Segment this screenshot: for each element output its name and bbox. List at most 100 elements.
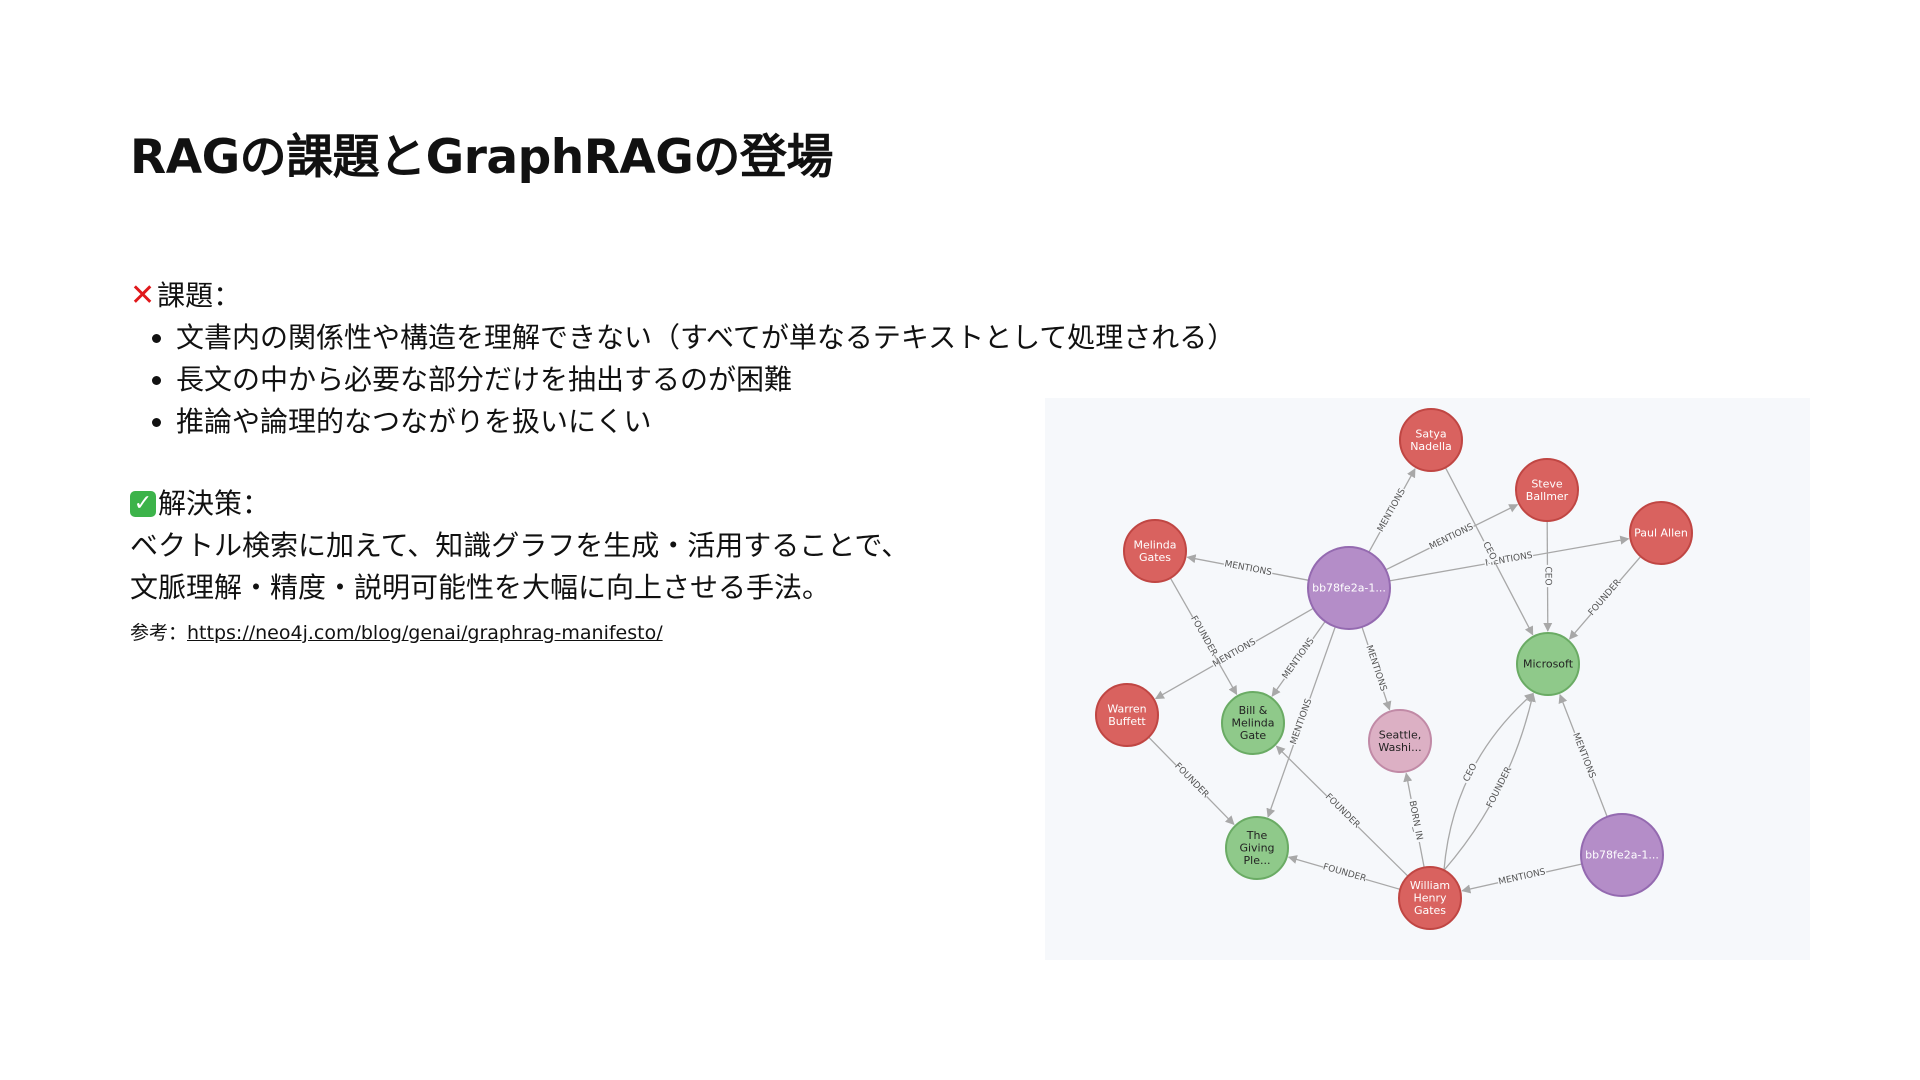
slide-title: RAGの課題とGraphRAGの登場 xyxy=(130,130,833,185)
graph-node-circle xyxy=(1398,866,1462,930)
graph-edge-label-text: MENTIONS xyxy=(1498,867,1547,887)
graph-node-label: Melinda xyxy=(1231,717,1274,730)
graph-node-label: Warren xyxy=(1107,702,1146,715)
solution-text-line: ベクトル検索に加えて、知識グラフを生成・活用することで、 xyxy=(130,529,910,562)
issue-item: 推論や論理的なつながりを扱いにくい xyxy=(176,401,1380,443)
graph-edge-label-text: CEO xyxy=(1542,566,1552,585)
graph-edge-william-microsoft xyxy=(1443,692,1534,871)
graph-node-circle xyxy=(1399,408,1463,472)
graph-edge-label: FOUNDER xyxy=(1322,861,1367,886)
issues-list: 文書内の関係性や構造を理解できない（すべてが単なるテキストとして処理される） 長… xyxy=(130,317,1380,443)
graph-node-microsoft[interactable]: Microsoft xyxy=(1516,632,1580,696)
graph-node-circle xyxy=(1516,632,1580,696)
graph-edge-william-microsoft xyxy=(1443,692,1536,871)
graph-node-label: William xyxy=(1410,879,1450,892)
graph-edge-label: MENTIONS xyxy=(1426,520,1477,554)
graph-edge-label: MENTIONS xyxy=(1374,486,1410,535)
graph-node-circle xyxy=(1580,813,1664,897)
graph-node-circle xyxy=(1368,709,1432,773)
graph-node-label: bb78fe2a-1... xyxy=(1585,849,1659,862)
graph-node-label: Henry xyxy=(1413,892,1447,905)
graph-node-circle xyxy=(1221,691,1285,755)
graph-edge-label: FOUNDER xyxy=(1586,577,1625,619)
graph-node-paul[interactable]: Paul Allen xyxy=(1629,501,1693,565)
graph-edge-label: BORN_IN xyxy=(1405,797,1426,844)
reference: 参考：https://neo4j.com/blog/genai/graphrag… xyxy=(130,619,1380,647)
graph-edge-label: FOUNDER xyxy=(1171,760,1211,801)
graph-edge-label-text: MENTIONS xyxy=(1224,559,1273,578)
issue-item: 長文の中から必要な部分だけを抽出するのが困難 xyxy=(176,359,1380,401)
graph-node-giving[interactable]: TheGivingPle... xyxy=(1225,816,1289,880)
graph-edge-label-text: FOUNDER xyxy=(1172,761,1210,800)
graph-node-label: Washi... xyxy=(1378,741,1421,754)
graph-node-circle xyxy=(1307,546,1391,630)
graph-node-label: Gates xyxy=(1414,904,1446,917)
graph-edge-label: MENTIONS xyxy=(1279,635,1318,683)
knowledge-graph-svg: MENTIONS MENTIONS MENTIONS MENTIONS MENTIONS… xyxy=(1095,408,1693,930)
graph-node-circle xyxy=(1095,683,1159,747)
graph-node-label: Gates xyxy=(1139,551,1171,564)
issue-item: 文書内の関係性や構造を理解できない（すべてが単なるテキストとして処理される） xyxy=(176,317,1380,359)
graph-node-label: Giving xyxy=(1239,842,1274,855)
graph-edge-label-text: FOUNDER xyxy=(1485,765,1514,809)
graph-edge-label: FOUNDER xyxy=(1322,791,1363,831)
graph-edge-label: FOUNDER xyxy=(1187,614,1220,659)
solution-label: 解決策： xyxy=(158,487,271,520)
graph-edge-label-text: MENTIONS xyxy=(1376,487,1408,534)
graph-edge-label-text: MENTIONS xyxy=(1570,732,1597,781)
graph-edge-label-text: MENTIONS xyxy=(1428,522,1476,552)
graph-edge-label: MENTIONS xyxy=(1287,696,1316,747)
graph-edge-label-text: FOUNDER xyxy=(1322,862,1367,884)
graph-edge-label-text: FOUNDER xyxy=(1188,614,1219,658)
graph-node-circle xyxy=(1225,816,1289,880)
graph-edge-label-text: FOUNDER xyxy=(1587,578,1624,618)
graph-node-doc2[interactable]: bb78fe2a-1... xyxy=(1580,813,1664,897)
graph-node-label: Seattle, xyxy=(1379,728,1421,741)
graph-node-label: Ballmer xyxy=(1526,490,1569,503)
knowledge-graph-diagram: MENTIONS MENTIONS MENTIONS MENTIONS MENTIONS… xyxy=(1045,398,1810,960)
graph-node-label: Gate xyxy=(1240,729,1267,742)
check-mark-icon: ✓ xyxy=(130,491,156,517)
graph-edge-label: CEO xyxy=(1541,564,1554,588)
reference-label: 参考： xyxy=(130,622,188,644)
graph-edge-label: MENTIONS xyxy=(1362,643,1390,694)
graph-node-circle xyxy=(1515,458,1579,522)
graph-node-label: Ple... xyxy=(1244,854,1271,867)
graph-edge-label-text: MENTIONS xyxy=(1211,637,1258,670)
graph-edge-label: MENTIONS xyxy=(1222,558,1274,580)
graph-edge-label-text: MENTIONS xyxy=(1281,636,1317,681)
graph-node-label: Melinda xyxy=(1133,538,1176,551)
graph-node-label: Buffett xyxy=(1108,715,1146,728)
graph-node-label: bb78fe2a-1... xyxy=(1312,582,1386,595)
solution-heading: ✓ 解決策： xyxy=(130,483,1380,525)
graph-edge-label: CEO xyxy=(1460,760,1482,786)
graph-edge-label: MENTIONS xyxy=(1496,866,1548,889)
issues-label: 課題： xyxy=(157,279,242,312)
issues-heading: ✕ 課題： xyxy=(130,275,1380,317)
graph-node-label: Paul Allen xyxy=(1634,527,1688,540)
graph-edge-label: MENTIONS xyxy=(1569,730,1599,781)
cross-mark-icon: ✕ xyxy=(130,278,156,313)
graph-node-circle xyxy=(1123,519,1187,583)
graph-edge-label: FOUNDER xyxy=(1484,765,1515,810)
graph-node-circle xyxy=(1629,501,1693,565)
solution-text-line: 文脈理解・精度・説明可能性を大幅に向上させる手法。 xyxy=(130,571,831,604)
graph-node-label: The xyxy=(1246,829,1268,842)
graph-node-doc1[interactable]: bb78fe2a-1... xyxy=(1307,546,1391,630)
graph-node-label: Steve xyxy=(1531,477,1563,490)
graph-node-label: Nadella xyxy=(1410,440,1452,453)
graph-edge-label-text: FOUNDER xyxy=(1323,792,1362,830)
reference-link[interactable]: https://neo4j.com/blog/genai/graphrag-ma… xyxy=(187,622,663,644)
graph-node-label: Bill & xyxy=(1239,704,1268,717)
graph-node-label: Satya xyxy=(1415,427,1446,440)
slide-content: ✕ 課題： 文書内の関係性や構造を理解できない（すべてが単なるテキストとして処理… xyxy=(130,275,1380,647)
graph-node-label: Microsoft xyxy=(1523,658,1574,671)
graph-node-seattle[interactable]: Seattle,Washi... xyxy=(1368,709,1432,773)
